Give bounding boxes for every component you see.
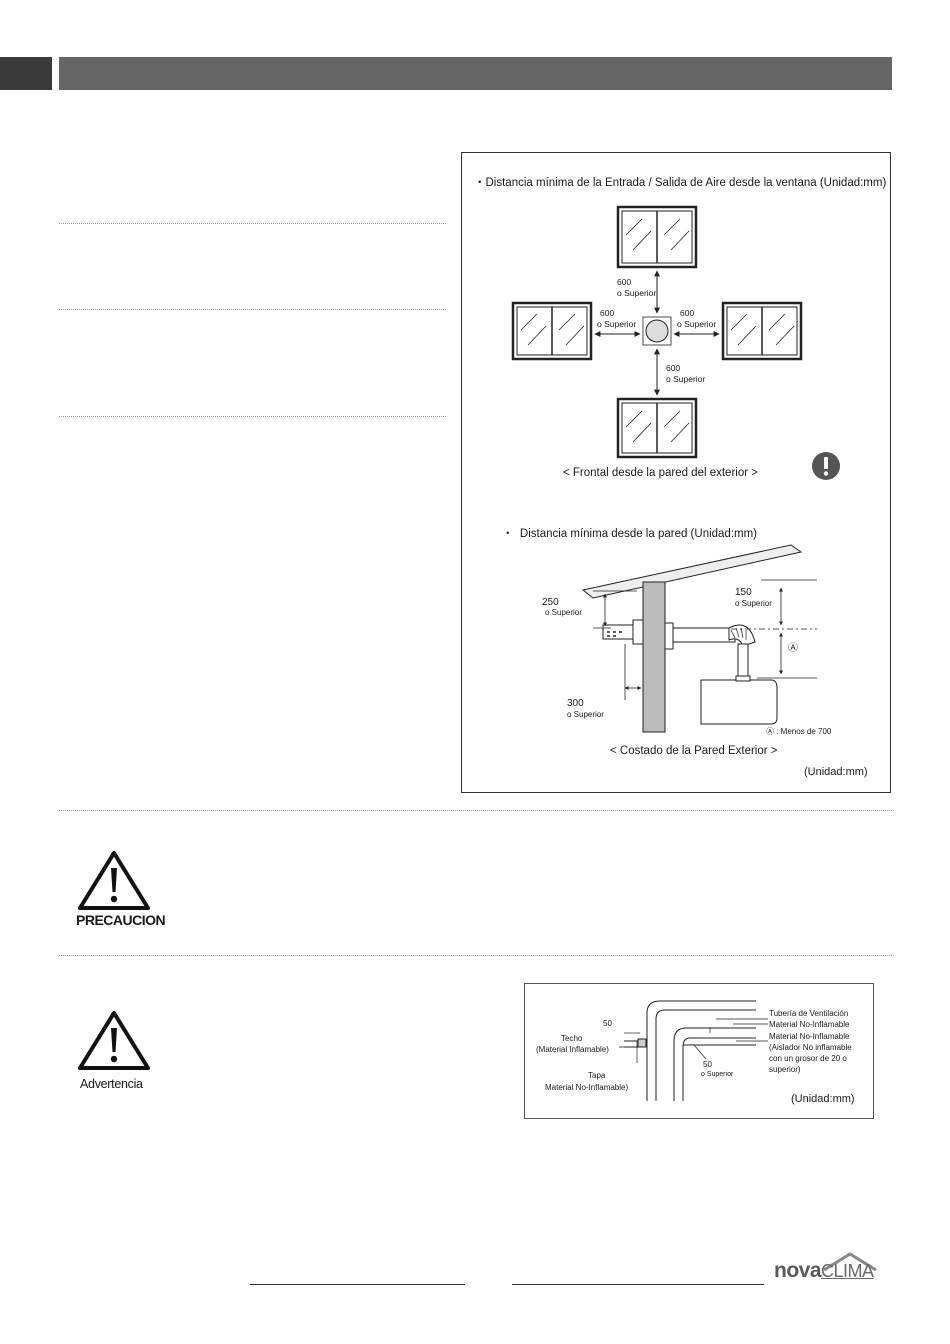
separator (59, 416, 446, 417)
dim-left-sub: o Superior (597, 319, 637, 329)
dim-150-value: 150 (735, 587, 752, 598)
dim-300-sub: o Superior (567, 710, 604, 719)
footer-rule-left (250, 1284, 465, 1285)
wall-diagram-title: ・ Distancia mínima desde la pared (Unida… (502, 528, 758, 540)
techo-sub: (Material Inflamable) (536, 1045, 609, 1054)
windows-diagram-caption: < Frontal desde la pared del exterior > (563, 467, 758, 479)
novaclima-logo: novaCLIMA (774, 1259, 874, 1285)
pipe-label: Tubería de Ventilación (769, 1009, 849, 1018)
separator (59, 955, 892, 956)
separator (59, 223, 446, 224)
ceiling-clearance-box (524, 983, 874, 1119)
logo-roof-icon (823, 1252, 877, 1272)
window-right (721, 301, 803, 361)
tapa-sub: Material No-Inflamable) (545, 1083, 629, 1092)
material-label-5: superior) (769, 1065, 801, 1074)
warning-label: Advertencia (80, 1077, 143, 1091)
dim-150-sub: o Superior (735, 599, 772, 608)
logo-nova: nova (774, 1259, 822, 1282)
clearance-panel (461, 152, 891, 793)
window-top (616, 205, 698, 269)
dim-top-sub: o Superior (617, 288, 657, 298)
dim-bottom-value: 600 (666, 363, 681, 373)
wall-legend: Ⓐ : Menos de 700 (766, 727, 832, 736)
dim-50b-sub: o Superior (701, 1071, 734, 1078)
wall-diagram-caption: < Costado de la Pared Exterior > (610, 745, 778, 757)
logo-clima: CLIMA (821, 1261, 874, 1281)
marker-a: Ⓐ (788, 643, 798, 654)
windows-diagram-title: ・Distancia mínima de la Entrada / Salida… (474, 177, 887, 189)
dim-top-value: 600 (617, 277, 632, 287)
caution-triangle-icon (78, 851, 150, 910)
dim-250-sub: o Superior (545, 608, 582, 617)
window-bottom (616, 397, 698, 459)
techo-label: Techo (561, 1034, 583, 1043)
dim-50a: 50 (603, 1019, 612, 1028)
warning-triangle-icon (78, 1011, 150, 1070)
exclamation-icon (812, 452, 840, 480)
dim-right-sub: o Superior (677, 319, 717, 329)
window-left (511, 301, 593, 361)
separator (59, 309, 446, 310)
caution-label: PRECAUCION (76, 912, 166, 928)
material-label-3: (Aislador No inflamable (769, 1043, 852, 1052)
section-header-bar (59, 57, 892, 90)
footer-rule-right (512, 1284, 764, 1285)
section-tab (0, 57, 52, 90)
dim-right-value: 600 (680, 308, 695, 318)
dim-250-value: 250 (542, 597, 559, 608)
ceiling-unit: (Unidad:mm) (791, 1093, 855, 1105)
dim-bottom-sub: o Superior (666, 374, 706, 384)
ceiling-clearance-diagram (619, 1000, 768, 1101)
material-label-2: Material No-Inflamable (769, 1032, 850, 1041)
wall-diagram-unit: (Unidad:mm) (804, 766, 868, 778)
window-clearance-diagram (511, 205, 803, 459)
dim-300-value: 300 (567, 698, 584, 709)
dim-left-value: 600 (600, 308, 615, 318)
dim-50b: 50 (703, 1060, 712, 1069)
wall-clearance-diagram (581, 544, 817, 733)
material-label-1: Material No-Inflamable (769, 1020, 850, 1029)
tapa-label: Tapa (588, 1071, 606, 1080)
separator (59, 810, 892, 811)
material-label-4: con un grosor de 20 o (769, 1054, 847, 1063)
